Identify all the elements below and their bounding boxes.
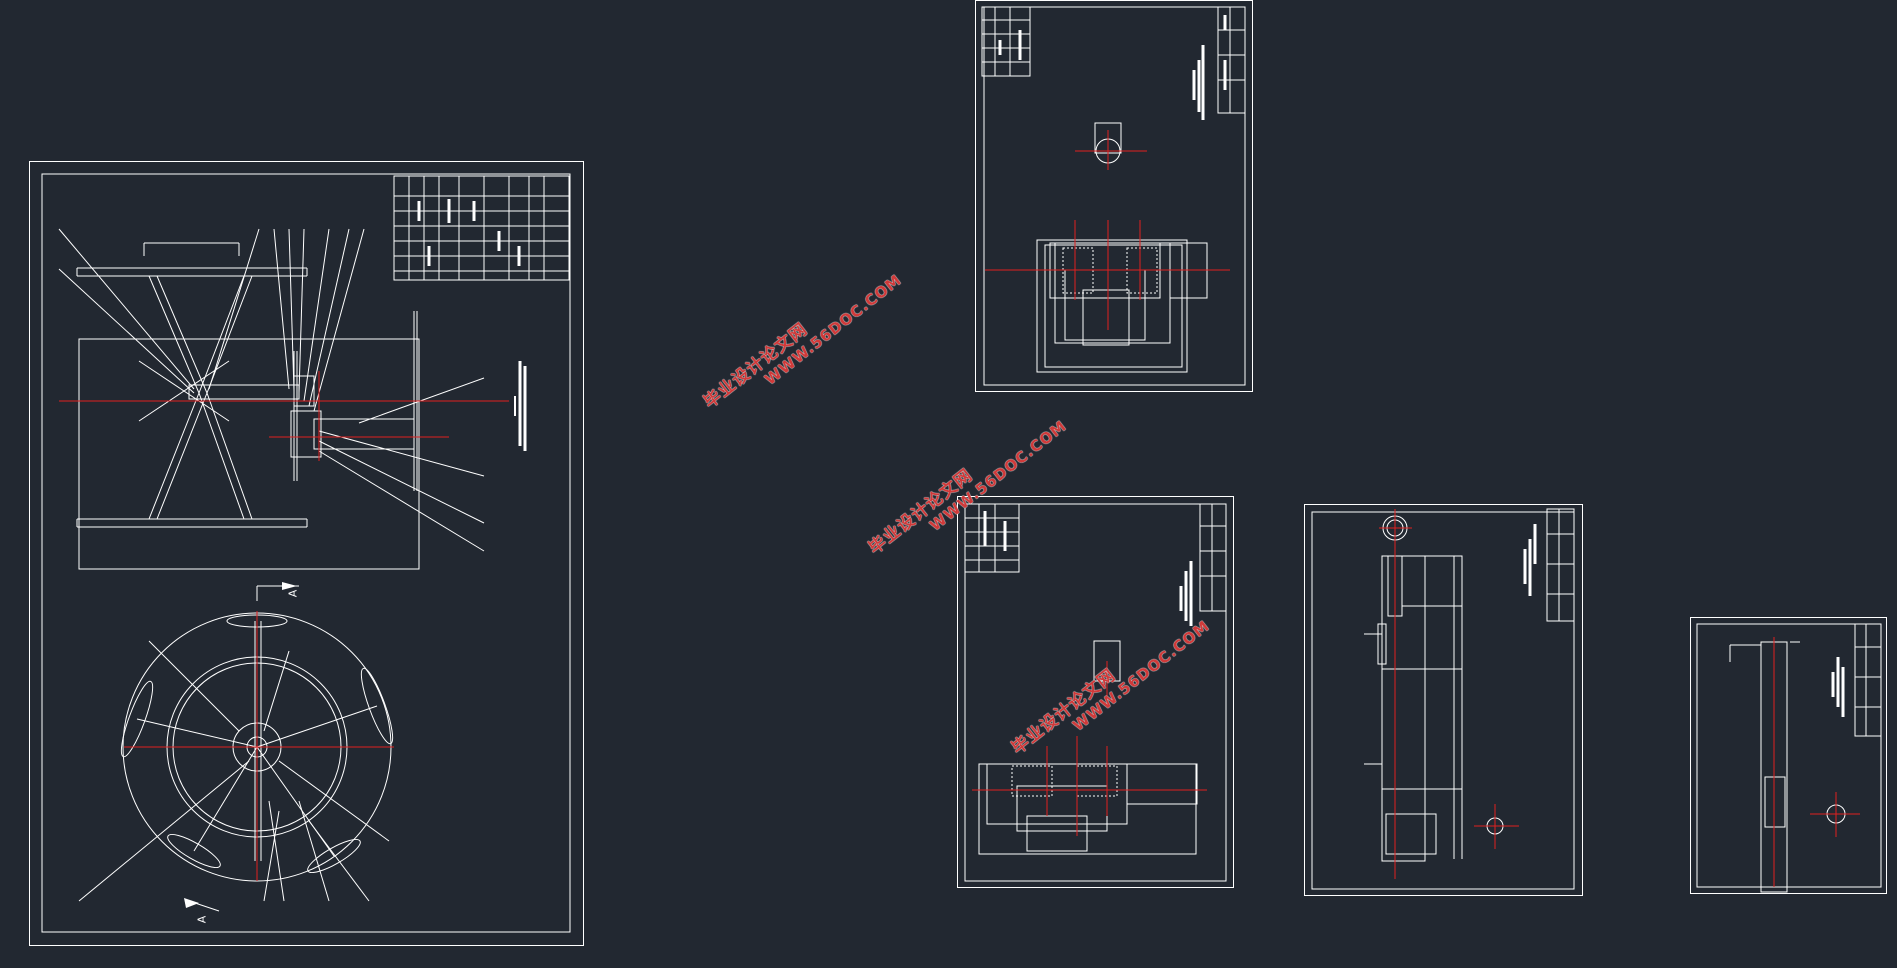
small-shaft-drawing-sheet: [1690, 617, 1887, 894]
parts-list-table: [393, 175, 570, 281]
assembly-drawing-sheet: [29, 161, 584, 946]
section-label-a-top: A: [286, 589, 300, 598]
shaft-drawing-sheet: [1304, 504, 1583, 896]
part-drawing-sheet-2: [975, 0, 1253, 392]
part-drawing-sheet-3: [957, 496, 1234, 888]
section-label-a-bottom: A: [195, 915, 209, 924]
watermark-1: 毕业设计论文网 WWW.56DOC.COM: [700, 270, 906, 413]
